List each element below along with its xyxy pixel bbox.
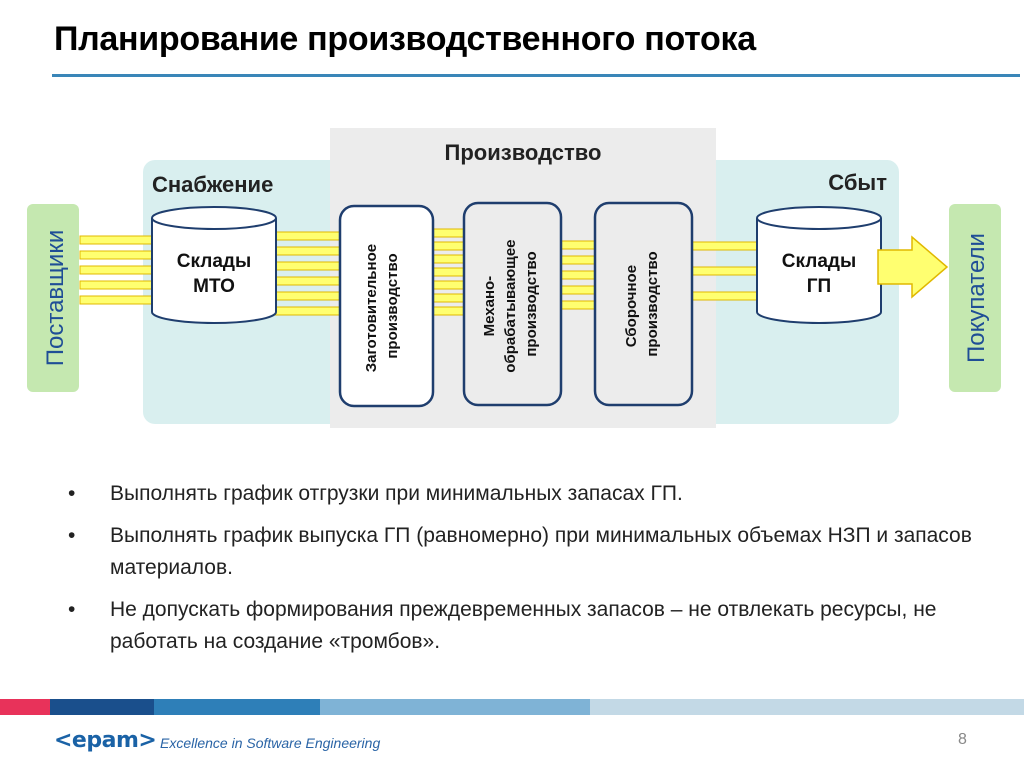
warehouse-gp-line2: ГП xyxy=(807,276,831,297)
arrows-mto-to-stage1 xyxy=(269,228,348,319)
footer-bar-segment xyxy=(320,699,590,715)
warehouse-mto-line1: Склады xyxy=(177,251,251,272)
slide-title: Планирование производственного потока xyxy=(54,20,756,58)
flow-arrow xyxy=(79,262,161,278)
stage2-line1: Механо- xyxy=(481,276,498,337)
warehouse-mto-line2: МТО xyxy=(193,276,235,297)
svg-text:Сборочное производство: Сборочное производство xyxy=(623,251,661,356)
stage1-line2: производство xyxy=(384,253,401,358)
stage3-line2: производство xyxy=(644,251,661,356)
sales-label: Сбыт xyxy=(828,170,887,195)
flow-arrow xyxy=(269,243,348,259)
stage2-line2: обрабатывающее xyxy=(502,239,519,372)
flow-arrow xyxy=(79,292,161,308)
flow-arrow xyxy=(269,303,348,319)
stage2-line3: производство xyxy=(523,251,540,356)
flow-arrow xyxy=(684,263,766,279)
warehouse-gp: Склады ГП xyxy=(756,206,882,324)
bullet-dot: • xyxy=(68,524,76,547)
arrows-stage2-to-stage3 xyxy=(554,237,604,313)
bullet-dot: • xyxy=(68,482,76,505)
flow-arrow xyxy=(269,273,348,289)
bullet-list: • Выполнять график отгрузки при минимальн… xyxy=(68,478,1008,668)
production-label: Производство xyxy=(445,140,602,165)
warehouse-gp-line1: Склады xyxy=(782,251,856,272)
flow-arrow xyxy=(269,288,348,304)
supply-label: Снабжение xyxy=(152,172,273,197)
footer-bar-segment xyxy=(50,699,154,715)
flow-arrow xyxy=(79,277,161,293)
customers-label: Покупатели xyxy=(963,233,990,363)
flow-arrow xyxy=(684,288,766,304)
page-number: 8 xyxy=(958,731,967,748)
customers-box xyxy=(949,204,1001,392)
flow-arrow xyxy=(79,232,161,248)
stage-machining: Механо- обрабатывающее производство xyxy=(462,201,563,407)
footer-bar-segment xyxy=(590,699,1024,715)
bullet-text-2: Выполнять график выпуска ГП (равномерно)… xyxy=(110,524,972,579)
title-underline xyxy=(52,74,1020,77)
suppliers-label: Поставщики xyxy=(42,230,69,366)
flow-arrow xyxy=(269,258,348,274)
stage1-line1: Заготовительное xyxy=(363,244,380,372)
flow-arrow xyxy=(684,238,766,254)
bullet-dot: • xyxy=(68,598,76,621)
bullet-item: • Выполнять график отгрузки при минимальн… xyxy=(68,478,1008,510)
footer-bar-segment xyxy=(154,699,320,715)
flow-arrow xyxy=(79,247,161,263)
flow-arrow xyxy=(269,228,348,244)
warehouse-mto: Склады МТО xyxy=(151,206,277,324)
footer-bar-segment xyxy=(0,699,50,715)
svg-text:Механо- обрабатывающее: Механо- обрабатывающее производство xyxy=(481,235,540,372)
footer-tagline: Excellence in Software Engineering xyxy=(160,735,381,751)
suppliers-box xyxy=(27,204,79,392)
bullet-text-1: Выполнять график отгрузки при минимальны… xyxy=(110,482,683,505)
arrows-stage3-to-gp xyxy=(684,238,766,304)
bullet-item: • Выполнять график выпуска ГП (равномерно… xyxy=(68,520,1008,584)
bullet-item: • Не допускать формирования преждевременн… xyxy=(68,594,1008,658)
stage3-line1: Сборочное xyxy=(623,265,640,347)
stage-assembly: Сборочное производство xyxy=(593,201,694,407)
stage-procurement: Заготовительное производство xyxy=(338,204,435,408)
epam-logo: <epam> xyxy=(54,728,157,753)
bullet-text-3: Не допускать формирования преждевременны… xyxy=(110,598,937,653)
production-flow-diagram: Производство Снабжение Сбыт Поставщики П… xyxy=(27,128,1001,428)
svg-text:Заготовительное производ: Заготовительное производство xyxy=(363,240,401,373)
arrow-gp-to-customers xyxy=(877,235,949,299)
arrows-suppliers-to-mto xyxy=(79,232,161,308)
